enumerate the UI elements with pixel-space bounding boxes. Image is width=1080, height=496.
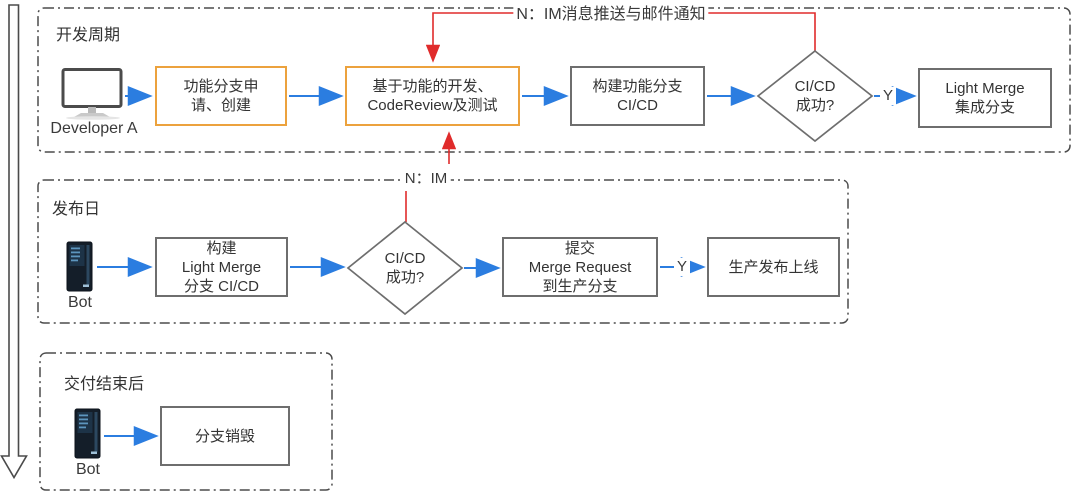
decision-diamond-dev [756, 49, 874, 143]
section-frame-release-day [37, 179, 849, 324]
node-branch-destroy: 分支销毁 [160, 406, 290, 466]
decision-text-dev: CI/CD 成功? [794, 78, 836, 114]
actor-label-bot-after: Bot [75, 461, 100, 478]
edge-label-yes-dev: Y [880, 87, 897, 105]
node-develop-codereview: 基于功能的开发、 CodeReview及测试 [345, 66, 520, 126]
node-production-release: 生产发布上线 [707, 237, 840, 297]
section-title-release-day: 发布日 [52, 201, 101, 218]
decision-text-release: CI/CD 成功? [384, 250, 426, 286]
edge-label-yes-release: Y [674, 258, 691, 276]
monitor-icon [60, 68, 128, 125]
actor-label-developer-a: Developer A [50, 120, 138, 137]
node-merge-request: 提交 Merge Request 到生产分支 [502, 237, 658, 297]
note-fail-top: N：IM消息推送与邮件通知 [513, 5, 709, 25]
node-build-light-merge-cicd: 构建 Light Merge 分支 CI/CD [155, 237, 288, 297]
node-light-merge-branch: Light Merge 集成分支 [918, 68, 1052, 128]
server-icon [74, 408, 102, 465]
node-branch-apply: 功能分支申 请、创建 [155, 66, 287, 126]
section-frame-after-delivery [39, 352, 333, 491]
section-title-dev-cycle: 开发周期 [56, 27, 121, 44]
server-icon [66, 241, 94, 298]
note-fail-mid: N：IM [401, 169, 451, 189]
decision-diamond-release [346, 220, 464, 316]
actor-label-bot-release: Bot [67, 294, 92, 311]
node-build-feature-cicd: 构建功能分支 CI/CD [570, 66, 705, 126]
section-title-after-delivery: 交付结束后 [64, 376, 145, 393]
timeline-arrow [0, 4, 28, 480]
